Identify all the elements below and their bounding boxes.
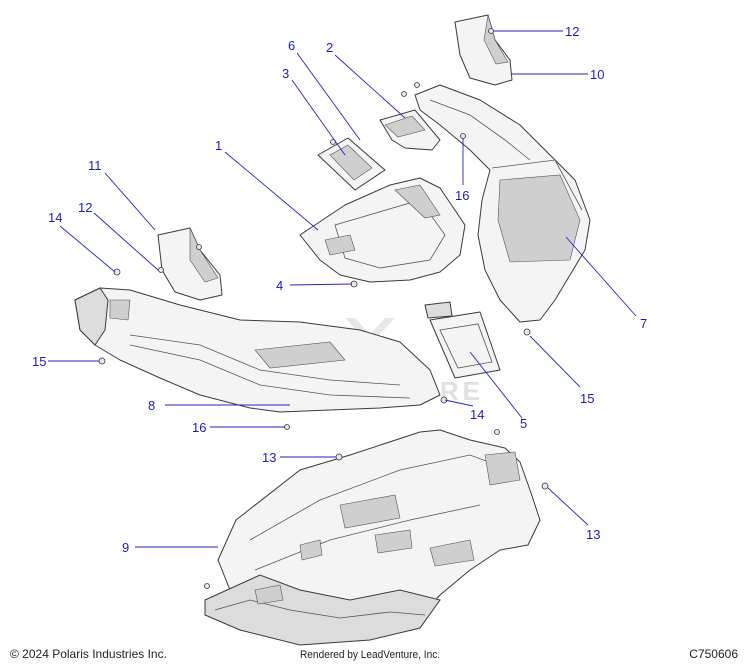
rendered-by-text: Rendered by LeadVenture, Inc. xyxy=(300,649,441,661)
callout-14-center[interactable]: 14 xyxy=(470,407,484,422)
callout-12-left[interactable]: 12 xyxy=(78,200,92,215)
part-switch-panel[interactable] xyxy=(317,137,386,191)
diagram-id-text: C750606 xyxy=(689,647,738,661)
callout-6[interactable]: 6 xyxy=(288,38,295,53)
part-console-cover[interactable] xyxy=(299,177,466,283)
callout-15-left[interactable]: 15 xyxy=(32,354,46,369)
callout-1[interactable]: 1 xyxy=(215,138,222,153)
callout-2[interactable]: 2 xyxy=(326,40,333,55)
part-left-deflector[interactable] xyxy=(157,227,223,301)
callout-5[interactable]: 5 xyxy=(520,416,527,431)
callout-13-left[interactable]: 13 xyxy=(262,450,276,465)
callout-16-right[interactable]: 16 xyxy=(455,188,469,203)
callout-4[interactable]: 4 xyxy=(276,278,283,293)
callout-13-right[interactable]: 13 xyxy=(586,527,600,542)
callout-9[interactable]: 9 xyxy=(122,540,129,555)
callout-15-right[interactable]: 15 xyxy=(580,391,594,406)
callout-10[interactable]: 10 xyxy=(590,67,604,82)
part-right-deflector[interactable] xyxy=(454,14,513,86)
part-right-side-panel[interactable] xyxy=(414,84,591,323)
callout-16-left[interactable]: 16 xyxy=(192,420,206,435)
part-left-side-panel[interactable] xyxy=(74,287,441,413)
part-bracket[interactable] xyxy=(379,109,441,151)
callout-14-left[interactable]: 14 xyxy=(48,210,62,225)
part-storage-plate[interactable] xyxy=(424,301,501,379)
watermark-logo xyxy=(345,318,395,345)
callout-7[interactable]: 7 xyxy=(640,316,647,331)
leader-lines xyxy=(48,30,637,548)
callout-12-right[interactable]: 12 xyxy=(565,24,579,39)
callout-8[interactable]: 8 xyxy=(148,398,155,413)
callout-3[interactable]: 3 xyxy=(282,66,289,81)
copyright-text: © 2024 Polaris Industries Inc. xyxy=(10,647,167,661)
callout-11[interactable]: 11 xyxy=(88,158,102,173)
part-floor-panel[interactable] xyxy=(204,429,541,646)
callouts: 1 2 3 4 5 6 7 8 9 10 11 12 12 13 13 14 1… xyxy=(32,24,647,555)
